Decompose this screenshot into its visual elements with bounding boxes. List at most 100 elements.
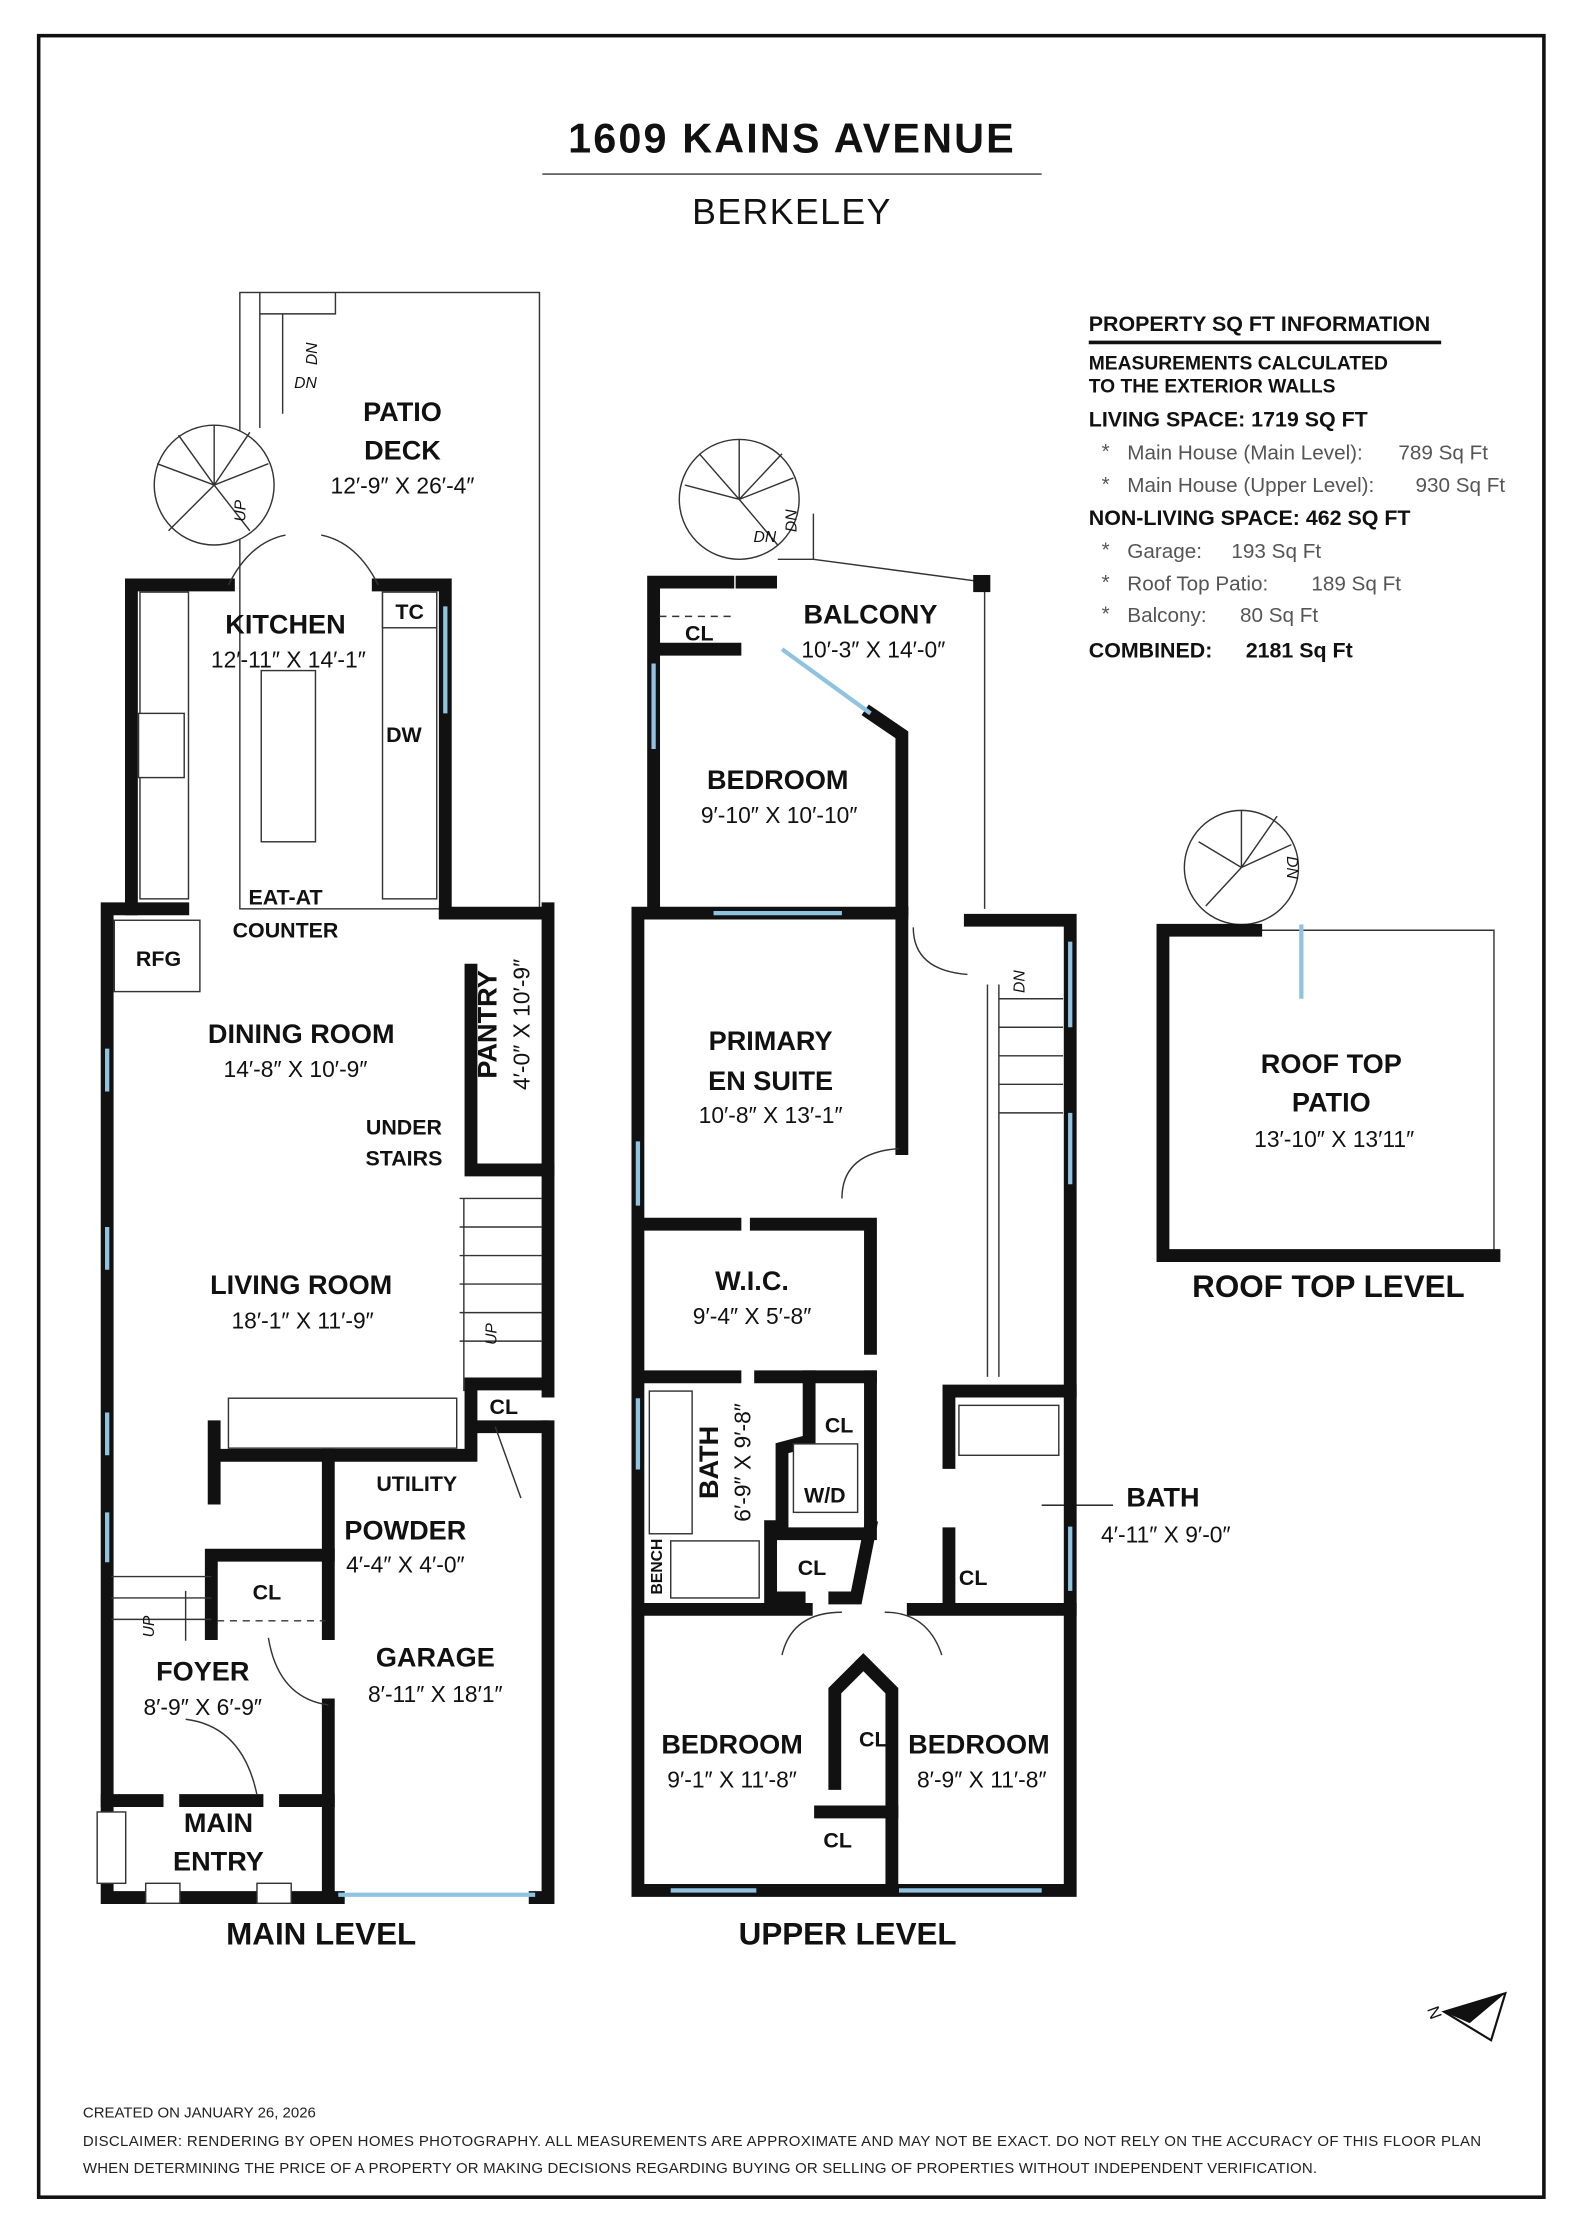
disclaimer: WHEN DETERMINING THE PRICE OF A PROPERTY… (83, 2160, 1317, 2177)
svg-text:UP: UP (141, 1615, 158, 1637)
upper-level-title: UPPER LEVEL (739, 1917, 957, 1952)
svg-text:9′-10″ X 10′-10″: 9′-10″ X 10′-10″ (701, 802, 858, 828)
svg-text:EAT-AT: EAT-AT (248, 886, 322, 910)
svg-text:8′-9″ X 6′-9″: 8′-9″ X 6′-9″ (143, 1694, 262, 1720)
svg-text:Roof Top Patio:: Roof Top Patio: (1127, 573, 1268, 596)
svg-text:CL: CL (959, 1566, 988, 1590)
svg-text:*: * (1102, 571, 1110, 594)
svg-text:189 Sq Ft: 189 Sq Ft (1311, 573, 1401, 596)
upper-level-plan (631, 438, 1077, 1897)
svg-text:DN: DN (1012, 970, 1029, 993)
svg-text:DN: DN (754, 529, 777, 546)
upper-level-labels: DN DN BALCONY 10′-3″ X 14′-0″ CL BEDROOM… (649, 509, 1230, 1952)
svg-text:TC: TC (395, 600, 424, 624)
svg-text:LIVING SPACE: 1719 SQ FT: LIVING SPACE: 1719 SQ FT (1089, 408, 1368, 432)
svg-text:PANTRY: PANTRY (472, 970, 503, 1078)
svg-text:13′-10″ X 13′11″: 13′-10″ X 13′11″ (1254, 1126, 1414, 1152)
svg-text:DN: DN (304, 342, 321, 365)
svg-text:BATH: BATH (693, 1426, 724, 1499)
main-level-title: MAIN LEVEL (226, 1917, 416, 1952)
svg-text:PATIO: PATIO (363, 396, 442, 427)
svg-text:Main House (Main Level):: Main House (Main Level): (1127, 441, 1363, 464)
svg-text:DW: DW (386, 723, 422, 747)
svg-text:2181 Sq Ft: 2181 Sq Ft (1246, 639, 1353, 663)
svg-text:W.I.C.: W.I.C. (715, 1265, 789, 1296)
svg-text:*: * (1102, 473, 1110, 496)
svg-text:14′-8″ X 10′-9″: 14′-8″ X 10′-9″ (224, 1056, 368, 1082)
page-border (36, 33, 1546, 2199)
svg-text:LIVING ROOM: LIVING ROOM (210, 1269, 392, 1300)
svg-text:POWDER: POWDER (344, 1514, 466, 1545)
svg-text:80 Sq Ft: 80 Sq Ft (1240, 604, 1318, 627)
svg-text:BENCH: BENCH (649, 1539, 666, 1595)
svg-text:Balcony:: Balcony: (1127, 604, 1206, 627)
svg-text:N: N (1423, 2004, 1445, 2022)
svg-text:PATIO: PATIO (1292, 1086, 1371, 1117)
svg-text:DN: DN (1283, 856, 1300, 879)
svg-text:KITCHEN: KITCHEN (225, 608, 345, 639)
svg-text:BEDROOM: BEDROOM (661, 1728, 803, 1759)
svg-text:FOYER: FOYER (156, 1656, 250, 1687)
svg-text:W/D: W/D (804, 1483, 846, 1507)
svg-text:9′-4″ X 5′-8″: 9′-4″ X 5′-8″ (693, 1303, 812, 1329)
svg-text:CL: CL (798, 1556, 827, 1580)
svg-text:UTILITY: UTILITY (376, 1472, 457, 1496)
svg-text:6′-9″ X 9′-8″: 6′-9″ X 9′-8″ (730, 1403, 756, 1522)
svg-text:Garage:: Garage: (1127, 540, 1202, 563)
svg-text:*: * (1102, 603, 1110, 626)
svg-text:930 Sq Ft: 930 Sq Ft (1415, 474, 1505, 497)
svg-text:BATH: BATH (1126, 1482, 1199, 1513)
roof-level-title: ROOF TOP LEVEL (1192, 1269, 1465, 1304)
svg-text:NON-LIVING SPACE: 462 SQ FT: NON-LIVING SPACE: 462 SQ FT (1089, 506, 1411, 530)
svg-text:789 Sq Ft: 789 Sq Ft (1398, 441, 1488, 464)
svg-text:12′-11″ X 14′-1″: 12′-11″ X 14′-1″ (211, 647, 366, 673)
balcony-outline (777, 513, 986, 909)
svg-text:PROPERTY SQ FT INFORMATION: PROPERTY SQ FT INFORMATION (1089, 312, 1430, 336)
svg-text:DN: DN (783, 509, 800, 532)
svg-text:DINING ROOM: DINING ROOM (208, 1018, 395, 1049)
svg-text:9′-1″ X 11′-8″: 9′-1″ X 11′-8″ (667, 1767, 797, 1793)
svg-text:4′-11″ X 9′-0″: 4′-11″ X 9′-0″ (1101, 1521, 1231, 1547)
svg-text:ROOF TOP: ROOF TOP (1261, 1048, 1402, 1079)
svg-text:GARAGE: GARAGE (376, 1641, 495, 1672)
disclaimer: DISCLAIMER: RENDERING BY OPEN HOMES PHOT… (83, 2133, 1481, 2150)
svg-text:UP: UP (484, 1323, 501, 1345)
svg-text:10′-8″ X 13′-1″: 10′-8″ X 13′-1″ (699, 1102, 843, 1128)
main-level-plan (96, 291, 555, 1904)
svg-text:CL: CL (823, 1829, 852, 1853)
svg-text:RFG: RFG (136, 947, 181, 971)
svg-text:CL: CL (825, 1413, 854, 1437)
svg-text:Main House (Upper Level):: Main House (Upper Level): (1127, 474, 1374, 497)
svg-text:CL: CL (490, 1395, 519, 1419)
property-title: 1609 KAINS AVENUE (568, 116, 1016, 162)
main-level-labels: PATIO DECK 12′-9″ X 26′-4″ DN DN UP KITC… (136, 342, 535, 1952)
svg-text:CL: CL (859, 1727, 888, 1751)
svg-text:PRIMARY: PRIMARY (709, 1025, 833, 1056)
svg-text:CL: CL (685, 622, 714, 646)
svg-text:BEDROOM: BEDROOM (707, 764, 849, 795)
svg-text:*: * (1102, 538, 1110, 561)
svg-text:TO THE EXTERIOR WALLS: TO THE EXTERIOR WALLS (1089, 376, 1336, 397)
svg-text:BEDROOM: BEDROOM (908, 1728, 1050, 1759)
north-arrow-icon: N (1423, 1991, 1507, 2042)
patio-deck-outline (239, 291, 541, 910)
svg-text:ENTRY: ENTRY (173, 1845, 264, 1876)
svg-text:10′-3″ X 14′-0″: 10′-3″ X 14′-0″ (801, 637, 945, 663)
svg-text:UP: UP (233, 499, 250, 521)
svg-text:BALCONY: BALCONY (803, 598, 937, 629)
svg-text:STAIRS: STAIRS (365, 1147, 442, 1171)
svg-text:12′-9″ X 26′-4″: 12′-9″ X 26′-4″ (331, 473, 475, 499)
svg-text:COMBINED:: COMBINED: (1089, 639, 1213, 663)
svg-text:4′-4″ X 4′-0″: 4′-4″ X 4′-0″ (346, 1551, 465, 1577)
svg-text:COUNTER: COUNTER (233, 918, 339, 942)
svg-text:193 Sq Ft: 193 Sq Ft (1231, 540, 1321, 563)
svg-text:EN SUITE: EN SUITE (708, 1065, 833, 1096)
svg-text:18′-1″ X 11′-9″: 18′-1″ X 11′-9″ (232, 1307, 374, 1333)
svg-text:MEASUREMENTS CALCULATED: MEASUREMENTS CALCULATED (1089, 354, 1388, 375)
svg-text:4′-0″ X 10′-9″: 4′-0″ X 10′-9″ (508, 959, 534, 1090)
sq-ft-info: PROPERTY SQ FT INFORMATION MEASUREMENTS … (1089, 312, 1506, 663)
created-date: CREATED ON JANUARY 26, 2026 (83, 2104, 316, 2121)
svg-text:DECK: DECK (364, 434, 441, 465)
svg-text:*: * (1102, 440, 1110, 463)
